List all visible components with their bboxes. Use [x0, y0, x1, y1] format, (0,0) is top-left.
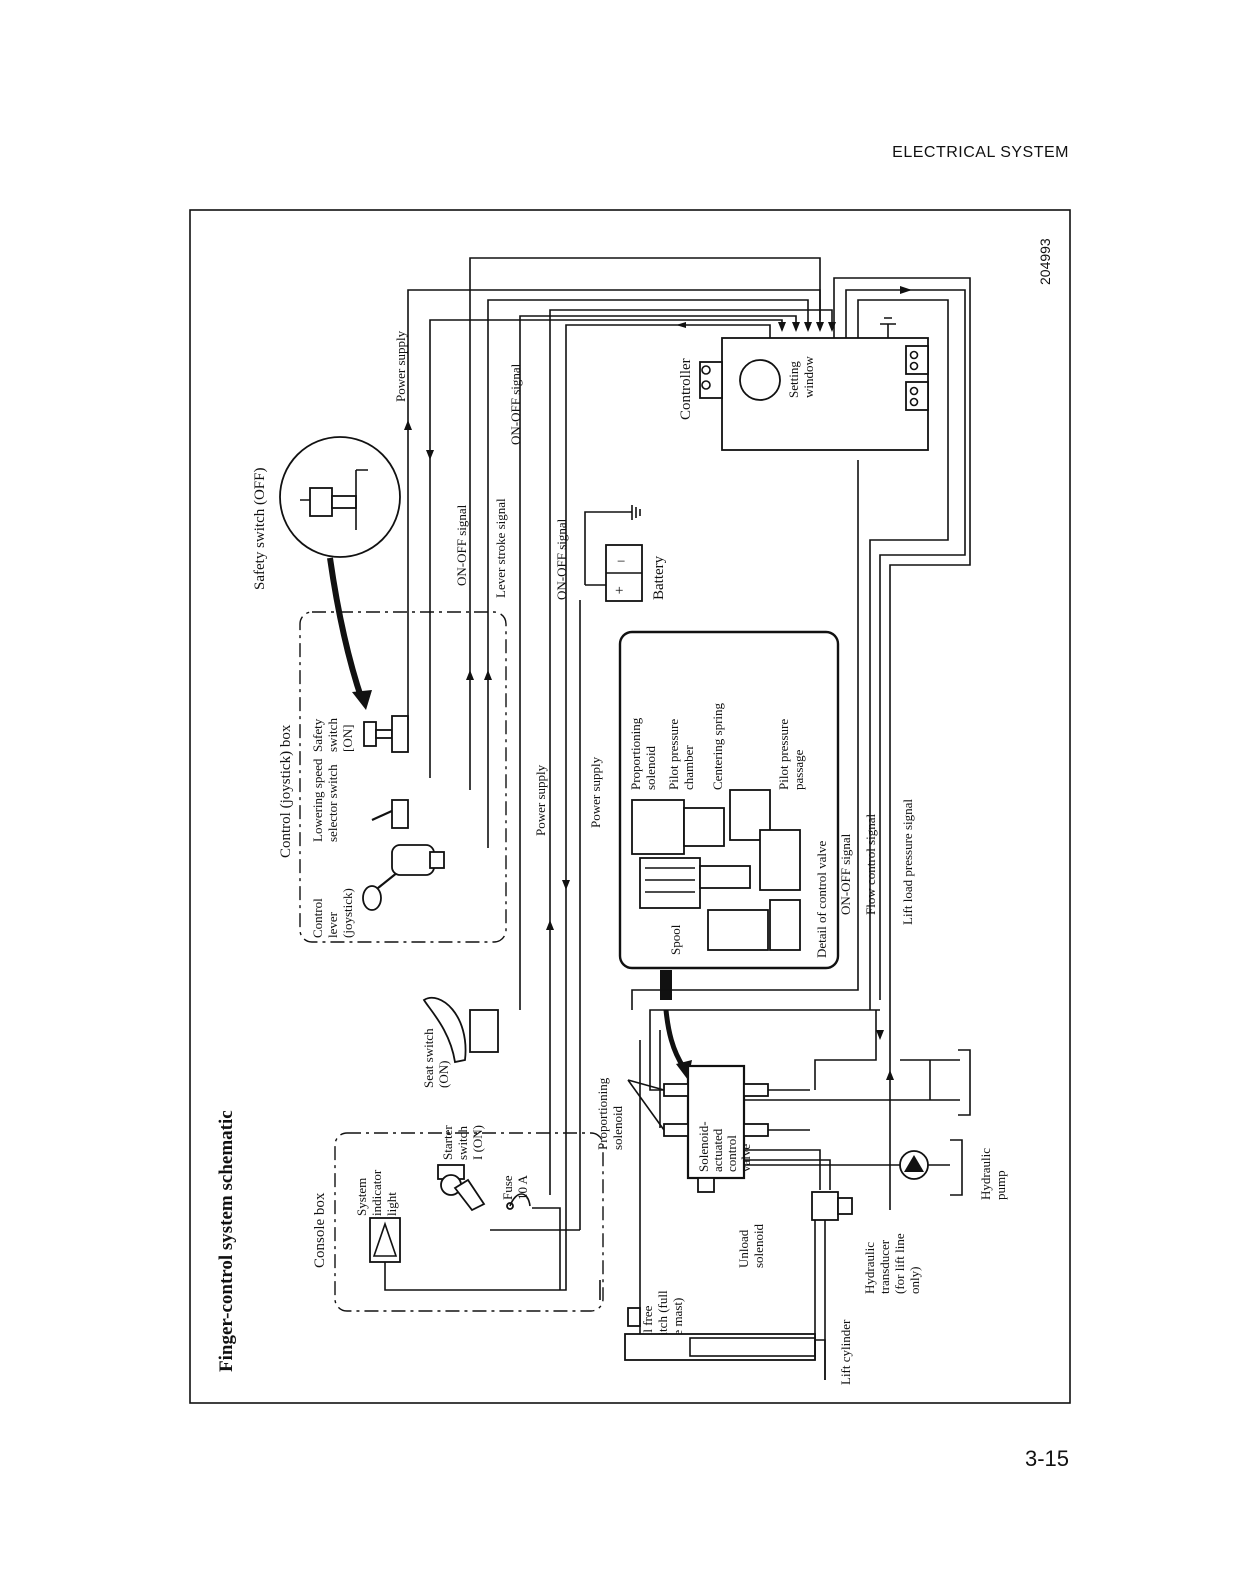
control-lever-label-2: lever: [325, 911, 340, 938]
lift-cylinder-label: Lift cylinder: [838, 1319, 853, 1385]
pilot-pressure-chamber-label-2: chamber: [681, 745, 696, 790]
power-supply-1-label: Power supply: [393, 330, 408, 402]
proportioning-solenoid-detail-label-1: Proportioning: [628, 717, 643, 790]
on-off-signal-1-label: ON-OFF signal: [454, 504, 469, 586]
seat-switch-label-1: Seat switch: [421, 1028, 436, 1088]
safety-switch-on-label-1: Safety: [310, 718, 325, 752]
section-header: ELECTRICAL SYSTEM: [892, 144, 1069, 161]
battery-plus: +: [615, 583, 623, 599]
controller-label: Controller: [678, 358, 694, 420]
on-off-signal-4-label: ON-OFF signal: [838, 833, 853, 915]
starter-switch-label-2: switch: [455, 1126, 470, 1160]
hydraulic-transducer-label-2: transducer: [877, 1239, 892, 1294]
diagram-title: Finger-control system schematic: [216, 1110, 237, 1372]
figure-frame: [189, 209, 1071, 1404]
lowering-speed-label-1: Lowering speed: [310, 758, 325, 842]
hydraulic-pump-label-2: pump: [993, 1170, 1008, 1200]
fuse-label-2: 10 A: [515, 1174, 530, 1200]
pilot-pressure-passage-label-1: Pilot pressure: [776, 719, 791, 790]
battery: + − Battery: [584, 505, 667, 602]
power-supply-3-label: Power supply: [588, 756, 603, 828]
lift-cylinder: Lift cylinder: [624, 1319, 853, 1385]
starter-key-icon: [437, 1164, 486, 1212]
seat-switch: Seat switch (ON): [421, 997, 499, 1088]
safety-switch-off-label: Safety switch (OFF): [252, 468, 268, 591]
lowering-speed-label-2: selector switch: [325, 764, 340, 842]
solenoid-valve-label-2: actuated: [710, 1128, 725, 1172]
solenoid-control-valve: Solenoid- actuated control valve: [663, 1049, 971, 1193]
page-number: 3-15: [1024, 1446, 1069, 1471]
spool-label: Spool: [668, 924, 683, 955]
proportioning-solenoid-detail-label-2: solenoid: [643, 745, 658, 790]
hydraulic-transducer-label-1: Hydraulic: [862, 1242, 877, 1294]
seat-switch-label-2: (ON): [436, 1061, 451, 1088]
hydraulic-pump-label-1: Hydraulic: [978, 1148, 993, 1200]
control-box: Control (joystick) box Control lever (jo…: [278, 611, 507, 943]
hydraulic-transducer: Hydraulic transducer (for lift line only…: [811, 1191, 922, 1380]
solenoid-valve-label-1: Solenoid-: [696, 1121, 711, 1172]
system-indicator-light-label-3: light: [384, 1192, 399, 1216]
solenoid-valve-label-4: valve: [738, 1144, 753, 1172]
control-lever-label-1: Control: [310, 898, 325, 938]
control-box-label: Control (joystick) box: [278, 724, 294, 858]
hydraulic-transducer-label-3: (for lift line: [892, 1233, 907, 1294]
control-lever-label-3: (joystick): [340, 888, 355, 938]
unload-solenoid-label-2: solenoid: [751, 1223, 766, 1268]
safety-switch-on-label-3: [ON]: [340, 725, 355, 752]
setting-window-label-2: window: [801, 356, 816, 399]
system-indicator-light-label-1: System: [354, 1178, 369, 1216]
safety-switch-on-label-2: switch: [325, 718, 340, 752]
battery-label: Battery: [651, 555, 667, 600]
proportioning-solenoid-label-1: Proportioning: [595, 1077, 610, 1150]
figure-id: 204993: [1037, 238, 1053, 285]
safety-switch-on-icon: [363, 715, 409, 753]
wiring: [384, 257, 971, 1340]
hydraulic-transducer-label-4: only): [907, 1267, 922, 1294]
fuse-label-1: Fuse: [500, 1175, 515, 1200]
joystick-icon: [362, 844, 445, 911]
detail-of-control-valve-label: Detail of control valve: [814, 840, 829, 958]
starter-switch-label-1: Starter: [440, 1125, 455, 1160]
unload-solenoid-label-1: Unload: [736, 1229, 751, 1268]
pilot-pressure-passage-label-2: passage: [791, 749, 806, 790]
power-supply-2-label: Power supply: [533, 764, 548, 836]
control-valve-detail: Proportioning solenoid Pilot pressure ch…: [618, 630, 840, 1080]
console-box-label: Console box: [312, 1192, 328, 1268]
controller: Controller Setting window: [678, 317, 929, 451]
solenoid-valve-label-3: control: [724, 1135, 739, 1172]
lever-stroke-signal-label: Lever stroke signal: [493, 498, 508, 598]
centering-spring-label: Centering spring: [710, 702, 725, 790]
pilot-pressure-chamber-label-1: Pilot pressure: [666, 719, 681, 790]
system-indicator-light-label-2: indicator: [369, 1169, 384, 1216]
proportioning-solenoid-label-2: solenoid: [610, 1105, 625, 1150]
lift-load-pressure-signal-label: Lift load pressure signal: [900, 799, 915, 925]
safety-switch-off-detail: Safety switch (OFF): [252, 436, 401, 710]
setting-window-label-1: Setting: [786, 361, 801, 398]
battery-minus: −: [617, 554, 625, 570]
toggle-switch-icon: [371, 799, 409, 829]
hydraulic-pump: Hydraulic pump: [899, 1139, 1008, 1200]
starter-switch-label-3: I (ON): [470, 1125, 485, 1160]
